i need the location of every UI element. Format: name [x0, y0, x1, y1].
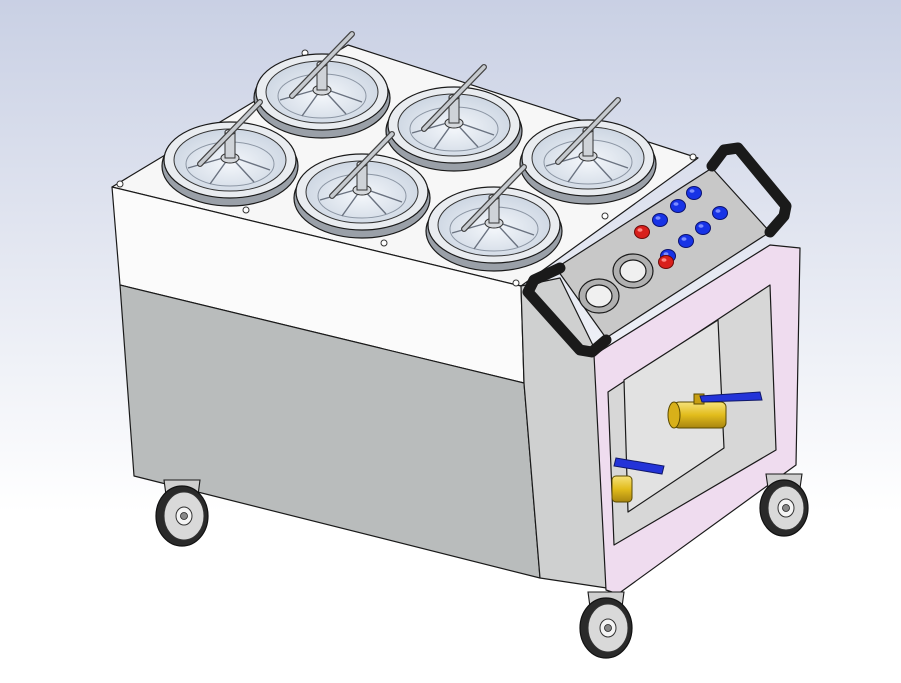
valve-lower-handle [613, 457, 665, 475]
blue-button [670, 199, 686, 213]
filter-lid [161, 99, 299, 207]
filter-lid [519, 97, 657, 205]
frame-handles [522, 142, 792, 358]
blue-button [652, 213, 668, 227]
blue-button [712, 206, 728, 220]
valve-upper-handle [699, 391, 763, 403]
blue-button [686, 186, 702, 200]
blue-button [695, 221, 711, 235]
left-handle [522, 262, 612, 358]
gauge-ports [578, 253, 654, 314]
filter-lid [425, 164, 563, 272]
wheels [155, 473, 809, 659]
filter-lid [385, 64, 523, 172]
valve-upper [667, 391, 763, 429]
filter-lids [161, 31, 657, 272]
gauge-port-right [612, 253, 654, 289]
control-buttons [634, 186, 728, 269]
filter-lid [293, 131, 431, 239]
blue-button [678, 234, 694, 248]
gauge-port-left [578, 278, 620, 314]
filter-lid [253, 31, 391, 139]
caster-wheel [155, 479, 209, 547]
red-button [634, 225, 650, 239]
caster-wheel [759, 473, 809, 537]
right-handle [706, 142, 792, 238]
red-button [658, 255, 674, 269]
valve-lower [611, 457, 665, 503]
caster-wheel [579, 591, 633, 659]
